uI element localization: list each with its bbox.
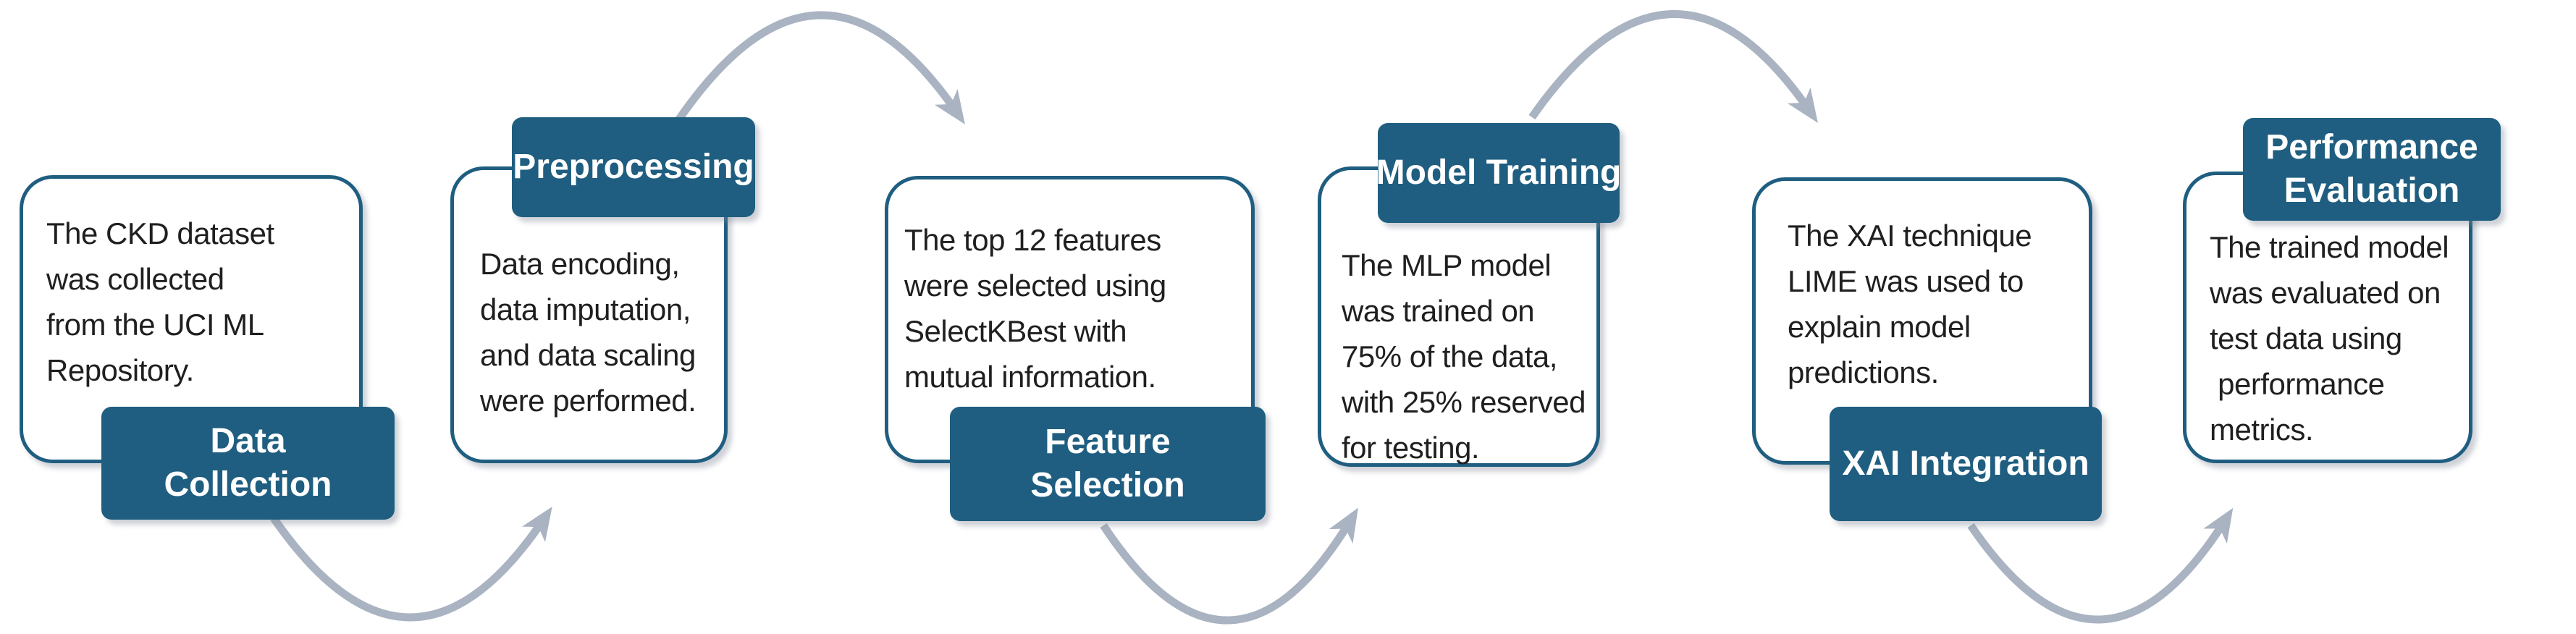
stage-description-feature-selection: The top 12 features were selected using … xyxy=(904,223,1166,394)
stage-description-data-collection: The CKD dataset was collected from the U… xyxy=(46,216,274,387)
stage-description-performance-evaluation: The trained model was evaluated on test … xyxy=(2210,230,2449,447)
arrow-data-collection-to-preprocessing xyxy=(270,507,552,622)
stage-label-data-collection: Data Collection xyxy=(101,407,395,520)
stage-label-performance-evaluation: Performance Evaluation xyxy=(2243,118,2501,221)
arrow-model-training-to-xai-integration xyxy=(1528,10,1818,123)
stage-label-model-training: Model Training xyxy=(1376,123,1621,223)
stage-label-preprocessing: Preprocessing xyxy=(512,117,755,217)
arrow-xai-integration-to-performance-evaluation xyxy=(1967,507,2234,624)
stage-box-preprocessing: Data encoding, data imputation, and data… xyxy=(450,166,728,463)
stage-description-xai-integration: The XAI technique LIME was used to expla… xyxy=(1788,219,2032,389)
stage-box-data-collection: The CKD dataset was collected from the U… xyxy=(20,175,363,463)
stage-description-preprocessing: Data encoding, data imputation, and data… xyxy=(480,247,696,418)
stage-label-xai-integration: XAI Integration xyxy=(1830,407,2102,521)
stage-description-model-training: The MLP model was trained on 75% of the … xyxy=(1342,248,1586,465)
stage-box-model-training: The MLP model was trained on 75% of the … xyxy=(1318,166,1600,467)
stage-label-feature-selection: Feature Selection xyxy=(950,407,1266,521)
arrow-feature-selection-to-model-training xyxy=(1100,507,1358,625)
stage-box-performance-evaluation: The trained model was evaluated on test … xyxy=(2183,172,2472,463)
arrow-preprocessing-to-feature-selection xyxy=(675,11,965,124)
